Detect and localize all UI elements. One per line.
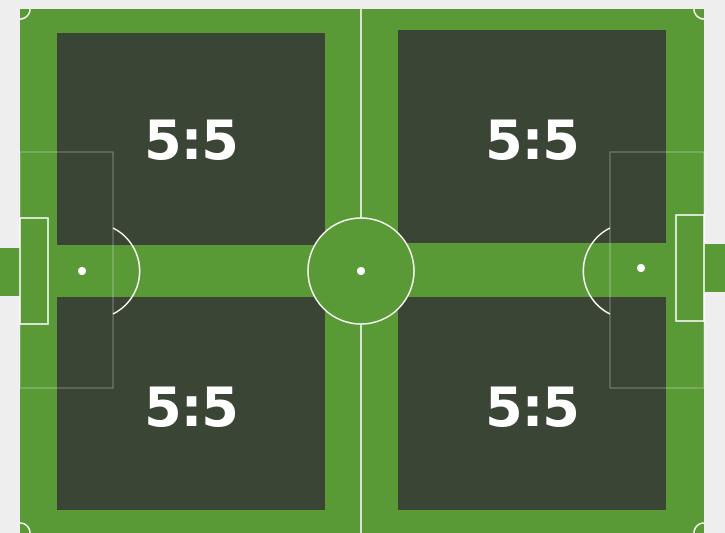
zone-bottom-left bbox=[57, 297, 325, 510]
left-goal bbox=[0, 248, 20, 296]
right-goal-area bbox=[675, 214, 705, 322]
right-goal bbox=[704, 244, 725, 292]
right-penalty-arc bbox=[582, 227, 611, 315]
zone-label-top-left: 5:5 bbox=[144, 109, 239, 172]
corner-arc-top-left bbox=[19, 8, 31, 20]
zone-label-top-right: 5:5 bbox=[485, 109, 580, 172]
corner-arc-bottom-left bbox=[19, 522, 31, 533]
left-penalty-arc bbox=[112, 227, 141, 315]
zone-label-bottom-right: 5:5 bbox=[485, 376, 580, 439]
zone-bottom-right bbox=[398, 297, 666, 510]
left-goal-area bbox=[19, 217, 49, 325]
center-spot bbox=[357, 267, 365, 275]
corner-arc-top-right bbox=[693, 8, 705, 20]
zone-label-bottom-left: 5:5 bbox=[144, 376, 239, 439]
zone-top-right bbox=[398, 30, 666, 243]
zone-top-left bbox=[57, 33, 325, 245]
left-penalty-spot bbox=[78, 267, 86, 275]
corner-arc-bottom-right bbox=[693, 522, 705, 533]
right-penalty-spot bbox=[637, 264, 645, 272]
